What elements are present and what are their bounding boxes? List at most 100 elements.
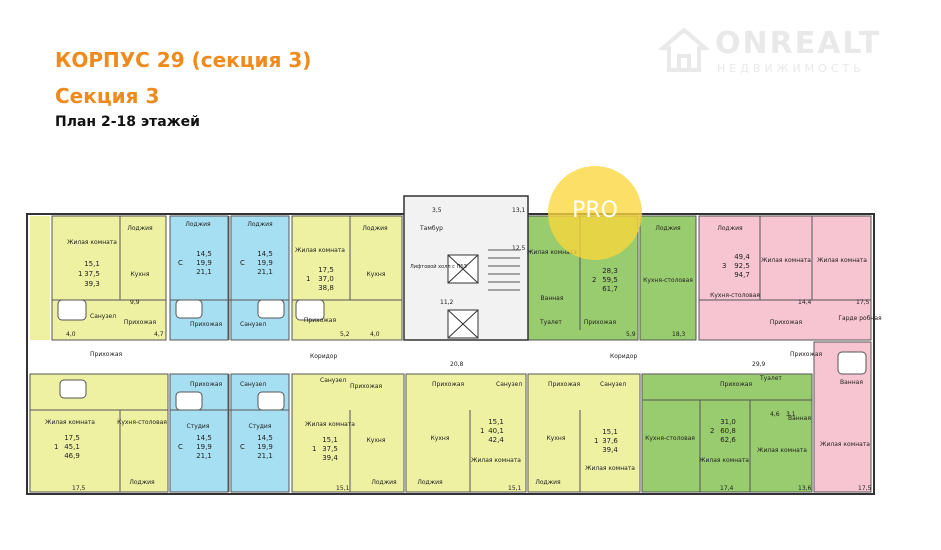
room-label: Прихожая [190,321,223,328]
apt2-living-area: 14,5 [196,250,212,258]
apt6-rooms: 3 [722,262,726,270]
corridor-label: Коридор [310,353,337,360]
page-title: КОРПУС 29 (секция 3) [55,48,312,72]
apt1-rooms: 1 [78,270,82,278]
room-label: Жилая комната [471,457,521,464]
apt9-rooms: С [240,443,245,451]
room-label: Прихожая [770,319,803,326]
room-label: Санузел [90,313,116,320]
bathtubs [57,299,867,411]
room-label: Прихожая [304,317,337,324]
room-label: Прихожая [720,381,753,388]
brand-name: ONREALT [715,26,882,61]
room-label: Прихожая [190,381,223,388]
room-label: Жилая комната [699,457,749,464]
apartment-3[interactable] [230,215,290,341]
apartment-13[interactable] [641,373,813,493]
apt5-main-area: 59,5 [602,276,618,284]
room-label: Прихожая [790,351,823,358]
corridor-label: Коридор [610,353,637,360]
area-label: 4,0 [370,331,380,338]
apt9-living-area: 14,5 [257,434,273,442]
room-label: Прихожая [350,383,383,390]
room-label: Тамбур [419,225,443,232]
room-label: Кухня-столовая [117,419,167,426]
apt4-total-area: 38,8 [318,284,334,292]
apt12-total-area: 39,4 [602,446,618,454]
apartment-2[interactable] [169,215,229,341]
apt11-total-area: 42,4 [488,436,504,444]
apt1-main-area: 37,5 [84,270,100,278]
apt3-total-area: 21,1 [257,268,273,276]
apt3-main-area: 19,9 [257,259,273,267]
area-label: 15,1 [336,485,350,492]
room-label: Лоджия [717,225,743,232]
area-label: 4,6 [770,411,780,418]
apt5-total-area: 61,7 [602,285,618,293]
apt4-living-area: 17,5 [318,266,334,274]
room-label: Жилая комната [817,257,867,264]
corridor [30,342,870,372]
room-label: Кухня [131,271,150,278]
area-label: 18,3 [672,331,686,338]
room-label: Прихожая [584,319,617,326]
apt2-rooms: С [178,259,183,267]
apartment-12[interactable] [527,373,641,493]
apt7-living-area: 17,5 [64,434,80,442]
room-label: Студия [249,423,272,430]
area-label: 17,4 [720,485,734,492]
area-label: 17,5 [858,485,872,492]
area-label: 14,4 [798,299,812,306]
area-label: 9,9 [130,299,140,306]
room-label: Прихожая [432,381,465,388]
room-label: Кухня-столовая [710,292,760,299]
room-label: Ванная [541,295,564,302]
area-label: 5,9 [626,331,636,338]
apt8-living-area: 14,5 [196,434,212,442]
apt1-living-area: 15,1 [84,260,100,268]
room-label: Кухня-столовая [645,435,695,442]
area-label: 17,5 [72,485,86,492]
apt7-rooms: 1 [54,443,58,451]
area-label: 17,5 [856,299,870,306]
room-label: Студия [187,423,210,430]
room-label: Туалет [759,375,782,382]
apartment-11[interactable] [405,373,527,493]
apt12-main-area: 37,6 [602,437,618,445]
apt13-living-area: 31,0 [720,418,736,426]
apt6-total-area: 94,7 [734,271,750,279]
apt11-main-area: 40,1 [488,427,504,435]
room-label: Кухня [367,271,386,278]
apartment-6[interactable] [698,215,872,341]
area-label: 3,1 [786,411,796,418]
room-label: Кухня [367,437,386,444]
area-label: 13,1 [512,207,526,214]
apt7-total-area: 46,9 [64,452,80,460]
apt4-main-area: 37,0 [318,275,334,283]
apt10-total-area: 39,4 [322,454,338,462]
room-label: Санузел [240,321,266,328]
apt10-main-area: 37,5 [322,445,338,453]
apt6-living-area: 49,4 [734,253,750,261]
room-label: Лоджия [247,221,273,228]
room-label: Санузел [240,381,266,388]
apt5-rooms: 2 [592,276,596,284]
area-label: 5,2 [340,331,350,338]
apartment-10[interactable] [291,373,405,493]
area-label: 4,0 [66,331,76,338]
brand-watermark: ONREALT НЕДВИЖИМОСТЬ [655,22,925,82]
room-label: Кухня-столовая [643,277,693,284]
area-label: 11,2 [440,299,454,306]
room-label: Жилая комната [761,257,811,264]
apartment-1-edge [30,216,50,340]
room-label: Жилая комната [45,419,95,426]
apt13-rooms: 2 [710,427,714,435]
apartment-7[interactable] [29,373,169,493]
apt3-rooms: С [240,259,245,267]
room-label: Лифтовой холл с ПБЗ [410,263,467,270]
room-label: Прихожая [548,381,581,388]
apt13-total-area: 62,6 [720,436,736,444]
pro-badge-text: PRO [572,198,618,223]
apt8-rooms: С [178,443,183,451]
room-label: Жилая комната [585,465,635,472]
